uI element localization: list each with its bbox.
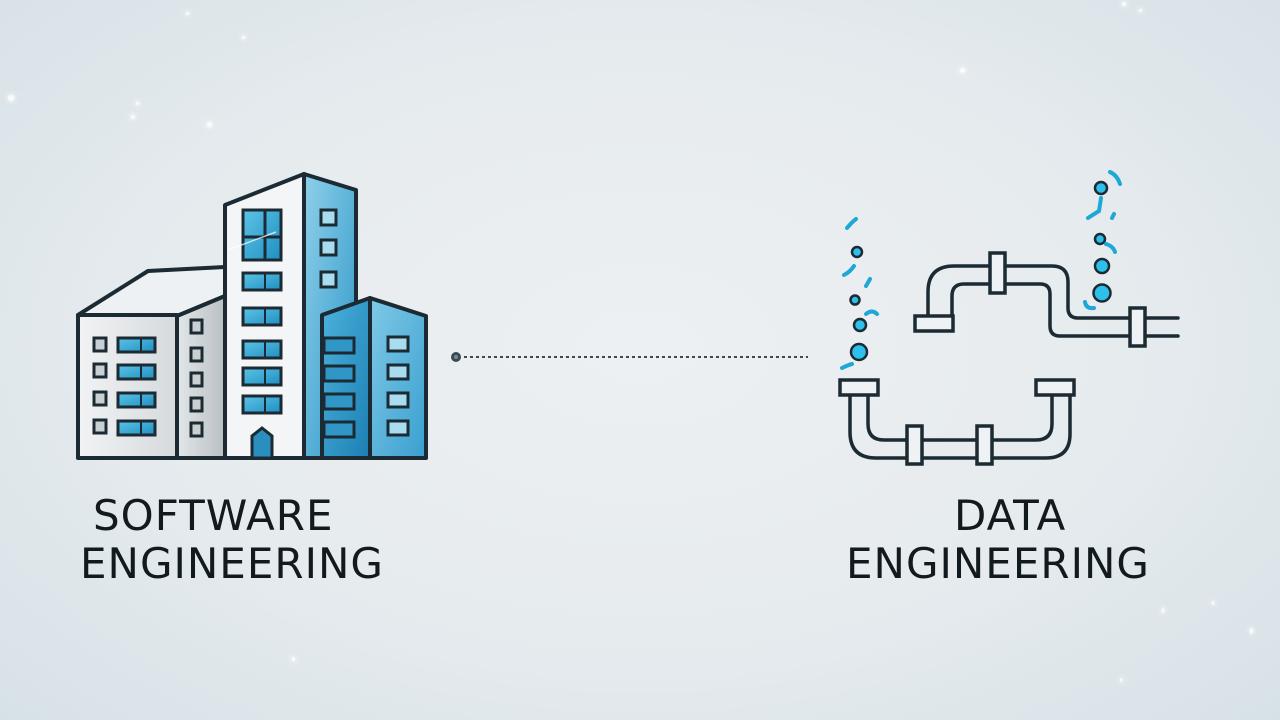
sparkle-decoration [131,115,135,119]
sparkle-decoration [207,122,212,127]
sparkle-decoration [242,36,245,39]
sparkle-decoration [136,102,139,105]
sparkle-decoration [1250,628,1253,634]
sparkle-decoration [186,12,189,15]
data-pipeline-icon [838,170,1180,466]
data-bubbles-right [1092,180,1112,303]
sparkle-decoration [1120,678,1122,682]
software-label-line1: SOFTWARE [93,491,334,540]
data-engineering-label: DATA ENGINEERING [846,492,1191,588]
software-engineering-label: SOFTWARE ENGINEERING [80,492,425,588]
sparkle-decoration [8,95,14,101]
data-bubbles-left [849,245,869,362]
sparkle-decoration [292,657,295,661]
dotted-connector-line [451,352,808,362]
office-buildings-icon [76,172,428,460]
sparkle-decoration [1122,2,1126,6]
software-label-line2: ENGINEERING [80,539,384,588]
sparkle-decoration [1212,601,1214,605]
data-label-line1: DATA [954,491,1067,540]
sparkle-decoration [1162,608,1164,613]
sparkle-decoration [1139,9,1142,12]
sparkle-decoration [960,68,965,73]
data-label-line2: ENGINEERING [846,539,1150,588]
